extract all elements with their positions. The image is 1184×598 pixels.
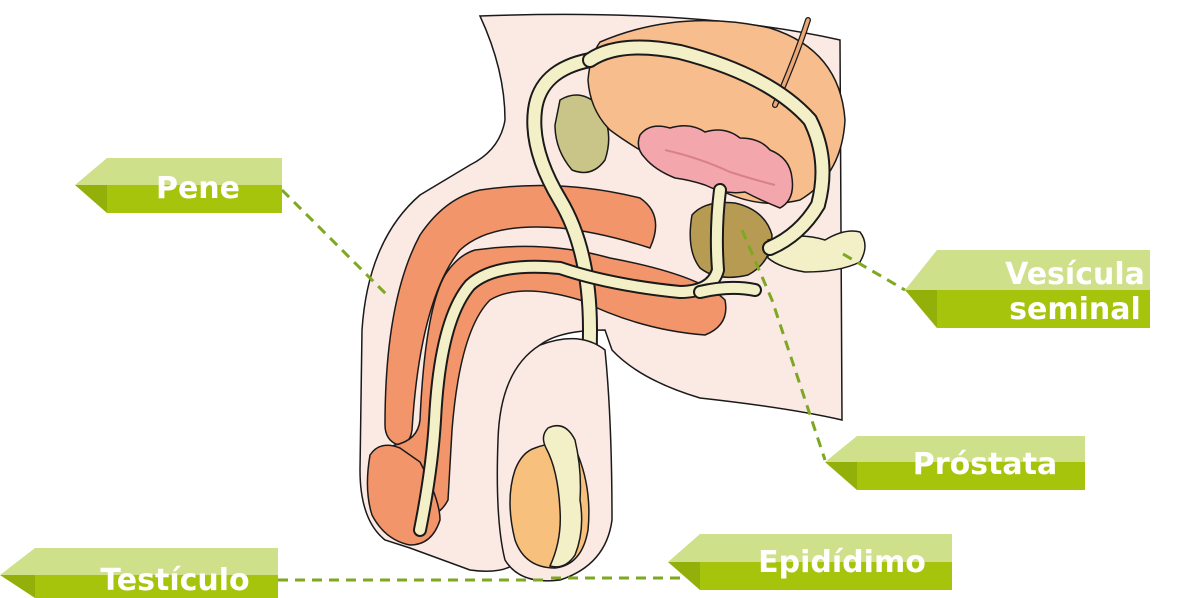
leader-pene <box>282 190 388 296</box>
label-testiculo: Testículo <box>0 548 278 598</box>
label-prostata-text: Próstata <box>913 447 1057 482</box>
label-pene: Pene <box>75 158 282 213</box>
label-epididimo-text: Epidídimo <box>758 545 926 580</box>
label-epididimo: Epidídimo <box>668 534 952 590</box>
anatomy-illustration <box>360 14 865 580</box>
label-vesicula-seminal: Vesícula seminal <box>905 250 1150 328</box>
label-prostata: Próstata <box>825 436 1085 490</box>
label-testiculo-text: Testículo <box>100 563 249 598</box>
label-vesicula-line1: Vesícula <box>1005 257 1145 292</box>
label-vesicula-line2: seminal <box>1009 292 1141 327</box>
label-pene-text: Pene <box>156 171 240 206</box>
